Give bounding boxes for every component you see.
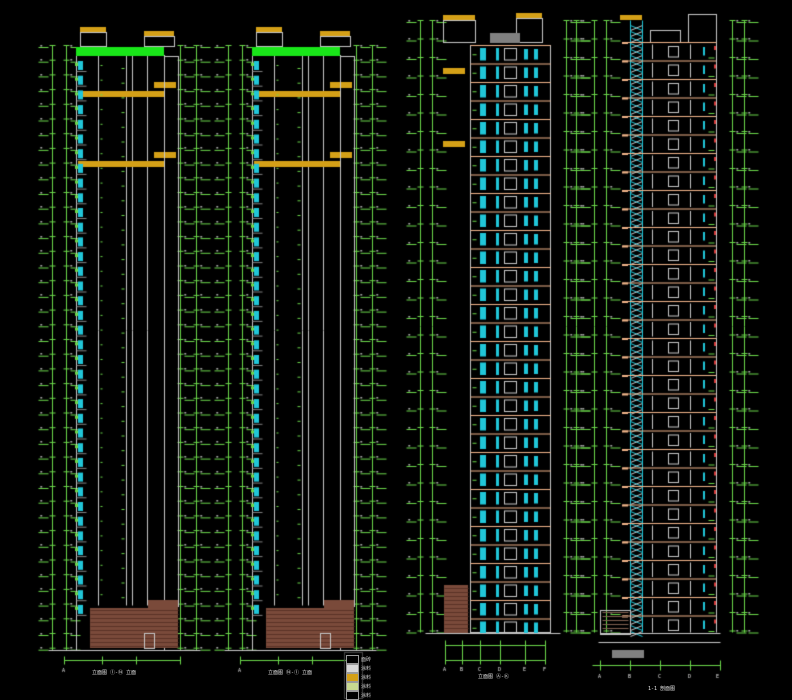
- legend-label: 涂料: [361, 684, 372, 690]
- view-title-elev-a: 立面图 ①-⑭ 立面: [92, 670, 137, 676]
- legend-swatch: [346, 682, 359, 691]
- legend-swatch: [346, 673, 359, 682]
- legend-swatch: [346, 691, 359, 700]
- view-title-elev-b: 立面图 ⑭-① 立面: [268, 670, 313, 676]
- legend-item: 涂料: [346, 664, 386, 673]
- view-title-section: 1-1 剖面图: [648, 686, 676, 692]
- view-title-elev-c: 立面图 Ⓐ-Ⓚ: [478, 674, 510, 680]
- legend-item: 涂料: [346, 682, 386, 691]
- legend-item: 面砖: [346, 655, 386, 664]
- legend-label: 面砖: [361, 657, 372, 663]
- legend-label: 涂料: [361, 693, 372, 699]
- legend-label: 涂料: [361, 666, 372, 672]
- legend-item: 涂料: [346, 691, 386, 700]
- legend-swatch: [346, 655, 359, 664]
- legend-label: 涂料: [361, 675, 372, 681]
- legend-swatch: [346, 664, 359, 673]
- legend-item: 涂料: [346, 673, 386, 682]
